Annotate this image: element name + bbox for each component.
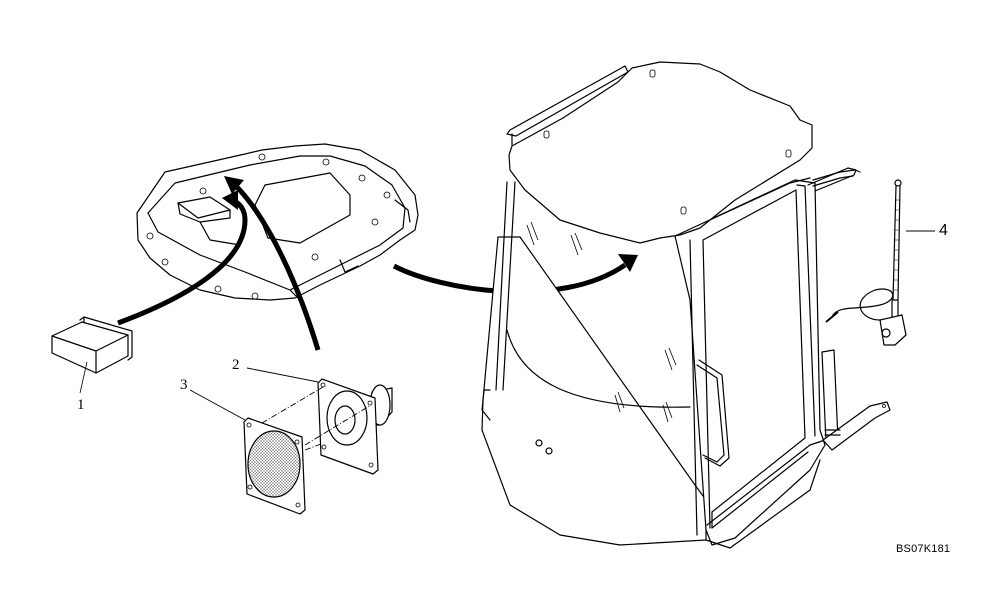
speaker-grille — [243, 417, 306, 515]
speaker — [317, 378, 393, 475]
leader-lines — [189, 230, 935, 421]
alignment-lines — [261, 386, 372, 451]
headliner-panel — [136, 143, 419, 301]
callout-2: 2 — [232, 357, 240, 373]
callout-4: 4 — [939, 222, 948, 239]
assembly-arrows — [117, 176, 638, 351]
antenna — [825, 179, 907, 346]
callout-1: 1 — [77, 397, 85, 413]
cab — [481, 61, 891, 549]
reference-code: BS07K181 — [896, 543, 951, 555]
radio-unit — [51, 316, 133, 394]
callout-3: 3 — [180, 377, 188, 393]
